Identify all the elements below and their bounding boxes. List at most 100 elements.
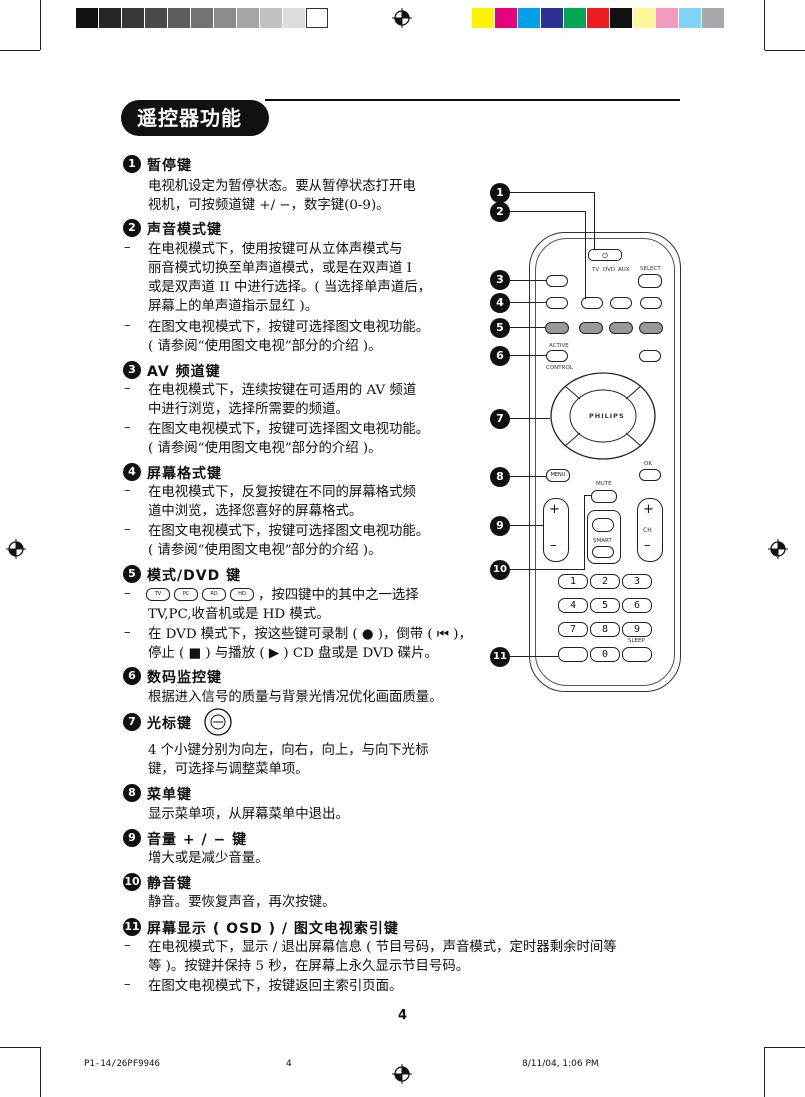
bullet-dash: – (124, 483, 131, 498)
bullet-dash: – (124, 938, 131, 953)
hd-mode-button (639, 322, 663, 334)
section-number: 5 (123, 565, 141, 583)
color-swatch (587, 8, 609, 28)
tv-key-icon: TV (146, 588, 170, 601)
gray-swatch (168, 8, 190, 28)
body-text: 在电视模式下，反复按键在不同的屏幕格式频 (148, 485, 416, 500)
section-number: 6 (123, 667, 141, 685)
section-heading: 屏幕显示 ( OSD ) / 图文电视索引键 (147, 921, 399, 937)
section-heading: 静音键 (147, 876, 192, 892)
digit-button: 6 (622, 598, 652, 613)
ok-label: OK (644, 461, 652, 467)
callout-line (508, 280, 546, 281)
body-text: 视机，可按频道键 +/ −，数字键(0-9)。 (148, 198, 390, 213)
footer-date: 8/11/04, 1:06 PM (522, 1059, 599, 1069)
color-swatch (610, 8, 632, 28)
digit-button: 5 (590, 598, 620, 613)
plus-icon: + (549, 502, 560, 517)
tv-mode-button (545, 322, 569, 334)
body-text: ( 请参阅“使用图文电视”部分的介绍 )。 (148, 339, 382, 354)
select-label: SELECT (640, 266, 661, 272)
section-number: 4 (123, 463, 141, 481)
callout-line (508, 476, 546, 477)
callout-line (508, 192, 594, 193)
section-number: 1 (123, 155, 141, 173)
gray-swatch (191, 8, 213, 28)
callout-number: 1 (490, 183, 510, 203)
remote-control-inner-outline (535, 238, 675, 686)
dvd-mode-label: DVD (603, 267, 616, 273)
section-heading: 模式/DVD 键 (147, 568, 242, 584)
teletext-button (639, 350, 661, 362)
smart-key-group (587, 510, 621, 564)
crop-mark (765, 50, 805, 51)
digit-button: 2 (590, 574, 620, 589)
pc-mode-button (579, 322, 603, 334)
mute-label: MUTE (596, 481, 612, 487)
digit-button: 3 (622, 574, 652, 589)
footer-page: 4 (286, 1059, 292, 1069)
section-heading: 声音模式键 (147, 222, 222, 238)
sleep-label: SLEEP (628, 638, 645, 644)
digit-button: 1 (558, 574, 588, 589)
body-text: 在图文电视模式下，按键返回主索引页面。 (148, 979, 403, 994)
callout-line (594, 192, 595, 250)
registration-target-icon (768, 539, 788, 559)
crop-mark (0, 1047, 40, 1048)
section-number: 8 (123, 784, 141, 802)
body-text: ( 请参阅“使用图文电视”部分的介绍 )。 (148, 543, 382, 558)
body-text: 在图文电视模式下，按键可选择图文电视功能。 (148, 524, 430, 539)
body-text: 等 )。按键并保持 5 秒，在屏幕上永久显示节目号码。 (148, 959, 470, 974)
ch-label: CH (643, 527, 652, 534)
ok-button (639, 469, 661, 481)
callout-line (508, 525, 544, 526)
bullet-dash: – (124, 381, 131, 396)
registration-target-icon (6, 539, 26, 559)
smart-sound-button (592, 518, 614, 532)
osd-button (558, 647, 588, 662)
section-heading: 数码监控键 (147, 670, 222, 686)
section-number: 3 (123, 361, 141, 379)
section-number: 7 (123, 713, 141, 731)
body-text: 静音。要恢复声音，再次按键。 (148, 895, 336, 910)
format-button (546, 297, 568, 309)
body-text: 在图文电视模式下，按键可选择图文电视功能。 (148, 422, 430, 437)
gray-swatch (99, 8, 121, 28)
sleep-button (622, 647, 652, 662)
body-text: 增大或是减少音量。 (148, 851, 269, 866)
av-button (546, 275, 568, 287)
color-swatch (472, 8, 494, 28)
pc-key-icon: PC (174, 588, 198, 601)
digit-button: 0 (590, 647, 620, 662)
bullet-dash: – (124, 420, 131, 435)
digit-button: 4 (558, 598, 588, 613)
callout-line (508, 569, 584, 570)
digit-button: 9 (622, 622, 652, 637)
mute-button (591, 490, 617, 503)
body-text: 在电视模式下，连续按键在可适用的 AV 频道 (148, 383, 417, 398)
section-heading: 屏幕格式键 (147, 466, 222, 482)
gray-swatch (145, 8, 167, 28)
brand-logo: PHILIPS (589, 412, 625, 420)
registration-target-icon (392, 8, 412, 28)
minus-icon: – (550, 538, 557, 553)
callout-number: 9 (490, 516, 510, 536)
section-number: 2 (123, 219, 141, 237)
crop-mark (40, 0, 41, 50)
menu-button: MENU (546, 469, 570, 482)
body-text: 屏幕上的单声道指示显红 )。 (148, 299, 319, 314)
pip-button (610, 297, 632, 309)
crop-mark (764, 0, 765, 50)
callout-number: 8 (490, 467, 510, 487)
gray-swatch (237, 8, 259, 28)
channel-rocker (637, 498, 663, 562)
crop-mark (40, 1047, 41, 1097)
standby-button: ⏻ (588, 249, 622, 261)
bullet-dash: – (124, 625, 131, 640)
section-heading: 菜单键 (147, 787, 192, 803)
gray-swatch (260, 8, 282, 28)
select-button (638, 274, 662, 288)
page-title: 遥控器功能 (121, 100, 269, 136)
color-swatch (702, 8, 724, 28)
bullet-dash: – (124, 240, 131, 255)
